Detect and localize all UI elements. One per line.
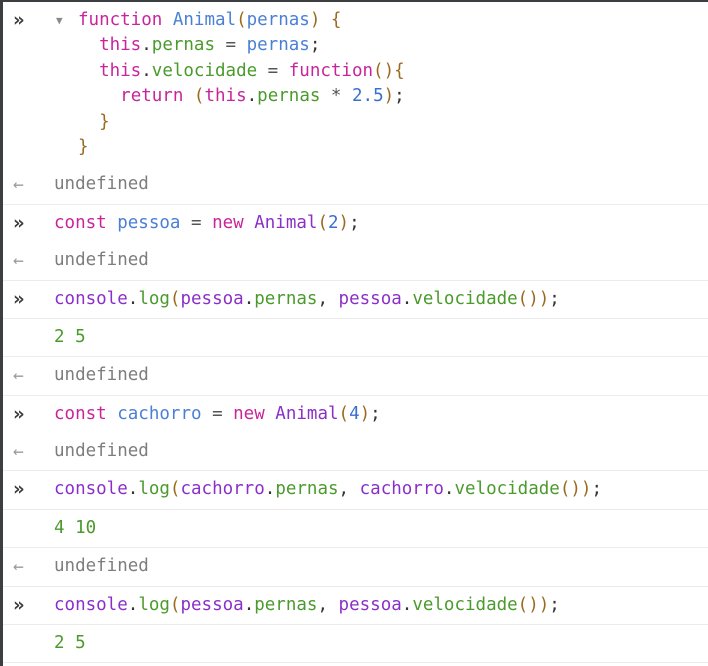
return-arrow-icon: ←: [13, 250, 24, 272]
result-text: undefined: [54, 556, 149, 577]
code-text: }: [99, 111, 110, 132]
code-line: this.velocidade = function(){: [3, 59, 708, 84]
code-line: » const pessoa = new Animal(2);: [3, 211, 708, 236]
code-line: this.pernas = pernas;: [3, 33, 708, 58]
code-line: 4 10: [3, 516, 708, 541]
return-arrow-icon: ←: [13, 174, 24, 196]
code-text: function Animal(pernas) {: [78, 10, 342, 30]
console-input-entry: » const cachorro = new Animal(4);: [3, 396, 708, 433]
console-log-output: 2 5: [3, 319, 708, 358]
log-text: 2 5: [54, 633, 86, 654]
console-message-list: » ▼ function Animal(pernas) { this.pernas …: [3, 2, 708, 664]
code-text: this.velocidade = function(){: [99, 60, 405, 81]
prompt-chevron-icon: »: [13, 478, 25, 501]
code-line: }: [3, 135, 708, 160]
code-line: » ▼ function Animal(pernas) {: [3, 8, 708, 33]
console-input-entry: » console.log(pessoa.pernas, pessoa.veloc…: [3, 281, 708, 319]
console-input-entry: » ▼ function Animal(pernas) { this.pernas …: [3, 2, 708, 166]
code-line: return (this.pernas * 2.5);: [3, 84, 708, 109]
code-text: console.log(pessoa.pernas, pessoa.veloci…: [54, 594, 560, 615]
log-text: 4 10: [54, 517, 97, 538]
return-arrow-icon: ←: [13, 365, 24, 387]
console-result-entry: ← undefined: [3, 433, 708, 472]
prompt-chevron-icon: »: [13, 593, 25, 616]
console-result-entry: ← undefined: [3, 548, 708, 587]
prompt-chevron-icon: »: [13, 9, 25, 31]
code-text: }: [78, 136, 89, 157]
prompt-chevron-icon: »: [13, 211, 25, 234]
code-line: ← undefined: [3, 248, 708, 273]
devtools-console: » ▼ function Animal(pernas) { this.pernas …: [3, 2, 708, 666]
console-log-output: 2 5: [3, 625, 708, 664]
result-text: undefined: [54, 250, 149, 271]
code-text: const cachorro = new Animal(4);: [54, 403, 381, 424]
code-text: console.log(cachorro.pernas, cachorro.ve…: [54, 479, 602, 500]
code-line: » console.log(pessoa.pernas, pessoa.veloc…: [3, 593, 708, 618]
code-line: ← undefined: [3, 363, 708, 388]
code-line: 2 5: [3, 631, 708, 656]
console-result-entry: ← undefined: [3, 242, 708, 281]
log-text: 2 5: [54, 326, 86, 347]
expand-triangle-icon[interactable]: ▼: [56, 14, 63, 27]
console-log-output: 4 10: [3, 510, 708, 549]
console-input-entry: » console.log(pessoa.pernas, pessoa.veloc…: [3, 587, 708, 626]
code-line: ← undefined: [3, 172, 708, 197]
code-line: » console.log(cachorro.pernas, cachorro.v…: [3, 477, 708, 502]
code-text: const pessoa = new Animal(2);: [54, 212, 360, 233]
return-arrow-icon: ←: [13, 556, 24, 578]
result-text: undefined: [54, 174, 149, 195]
console-input-entry: » console.log(cachorro.pernas, cachorro.v…: [3, 471, 708, 510]
prompt-chevron-icon: »: [13, 402, 25, 425]
code-line: » const cachorro = new Animal(4);: [3, 402, 708, 427]
code-line: ← undefined: [3, 554, 708, 579]
code-line: 2 5: [3, 325, 708, 350]
console-input-entry: » const pessoa = new Animal(2);: [3, 205, 708, 242]
console-result-entry: ← undefined: [3, 166, 708, 205]
code-text: this.pernas = pernas;: [99, 35, 321, 56]
code-line: » console.log(pessoa.pernas, pessoa.veloc…: [3, 287, 708, 312]
code-line: ← undefined: [3, 439, 708, 464]
prompt-chevron-icon: »: [13, 287, 25, 310]
console-result-entry: ← undefined: [3, 357, 708, 396]
result-text: undefined: [54, 441, 149, 462]
code-text: return (this.pernas * 2.5);: [120, 86, 405, 107]
return-arrow-icon: ←: [13, 441, 24, 463]
result-text: undefined: [54, 365, 149, 386]
code-text: console.log(pessoa.pernas, pessoa.veloci…: [54, 288, 560, 309]
code-line: }: [3, 110, 708, 135]
